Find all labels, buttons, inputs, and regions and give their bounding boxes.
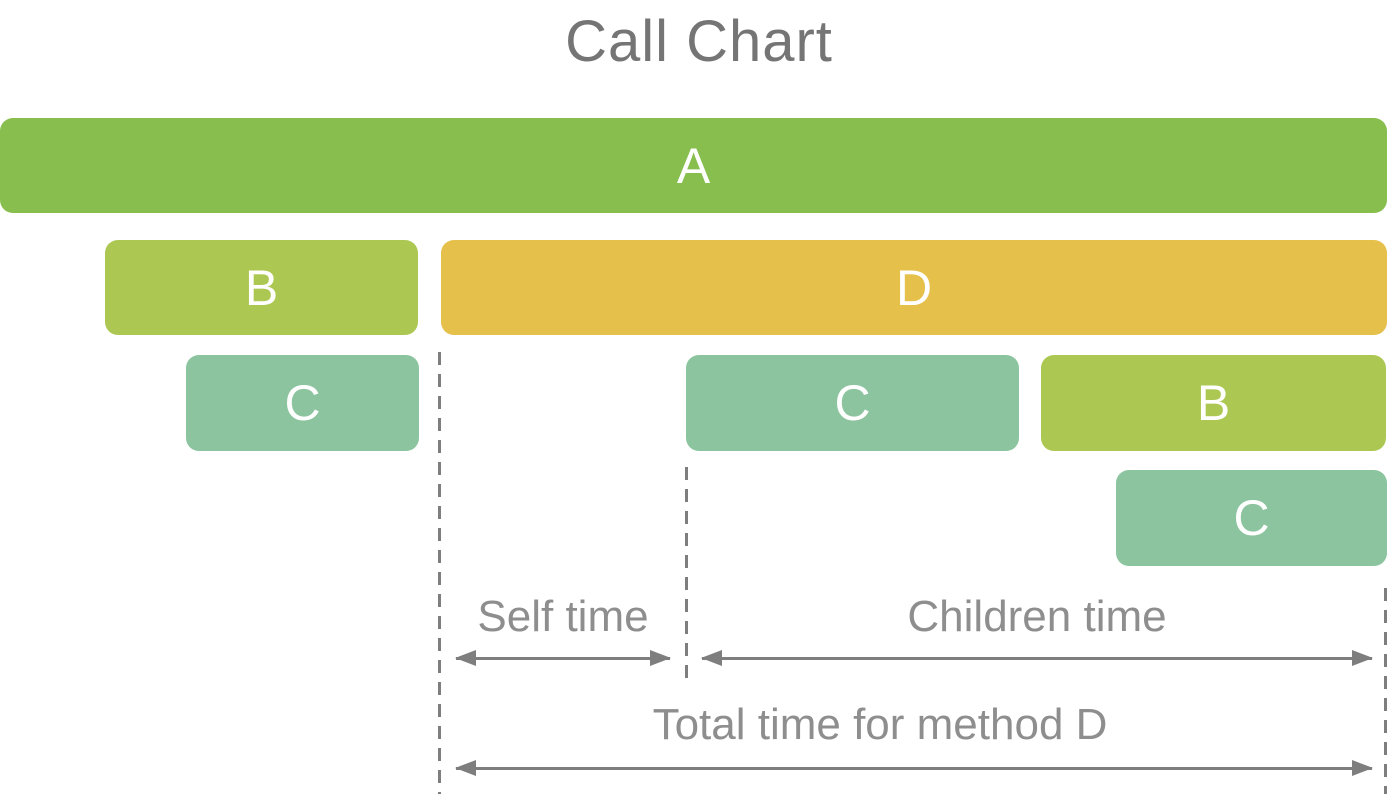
children-time-label: Children time [907,592,1167,641]
bar-label: C [1233,490,1270,546]
call-bar-c-under-second-b: C [1116,470,1387,566]
bar-label: C [834,375,871,431]
self-time-arrow [455,650,671,666]
dashed-guide-children-start [685,467,688,685]
dashed-guide-d-start [438,352,441,794]
total-time-label: Total time for method D [652,700,1108,749]
self-time-label: Self time [477,592,649,641]
bar-label: B [244,259,279,316]
bar-label: C [284,375,321,431]
call-bar-a: A [0,118,1387,213]
children-time-arrow [701,650,1373,666]
diagram-title: Call Chart [565,9,833,74]
call-bar-c-under-d: C [686,355,1019,451]
call-bar-b-first: B [105,240,418,335]
dashed-guide-d-end [1384,588,1387,794]
call-bar-d: D [441,240,1387,335]
bar-label: D [895,259,933,316]
bar-label: A [676,137,711,194]
total-time-arrow [455,760,1373,776]
bar-label: B [1196,375,1231,431]
call-bar-c-under-b: C [186,355,419,451]
call-bar-b-under-d: B [1041,355,1386,451]
